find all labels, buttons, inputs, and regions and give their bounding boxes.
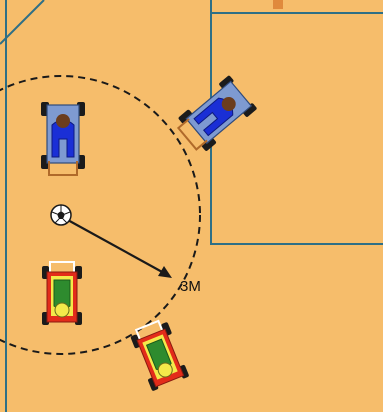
distance-label: 3M <box>180 278 201 295</box>
soccer-ball-icon <box>51 205 71 225</box>
top-marker <box>273 0 283 9</box>
